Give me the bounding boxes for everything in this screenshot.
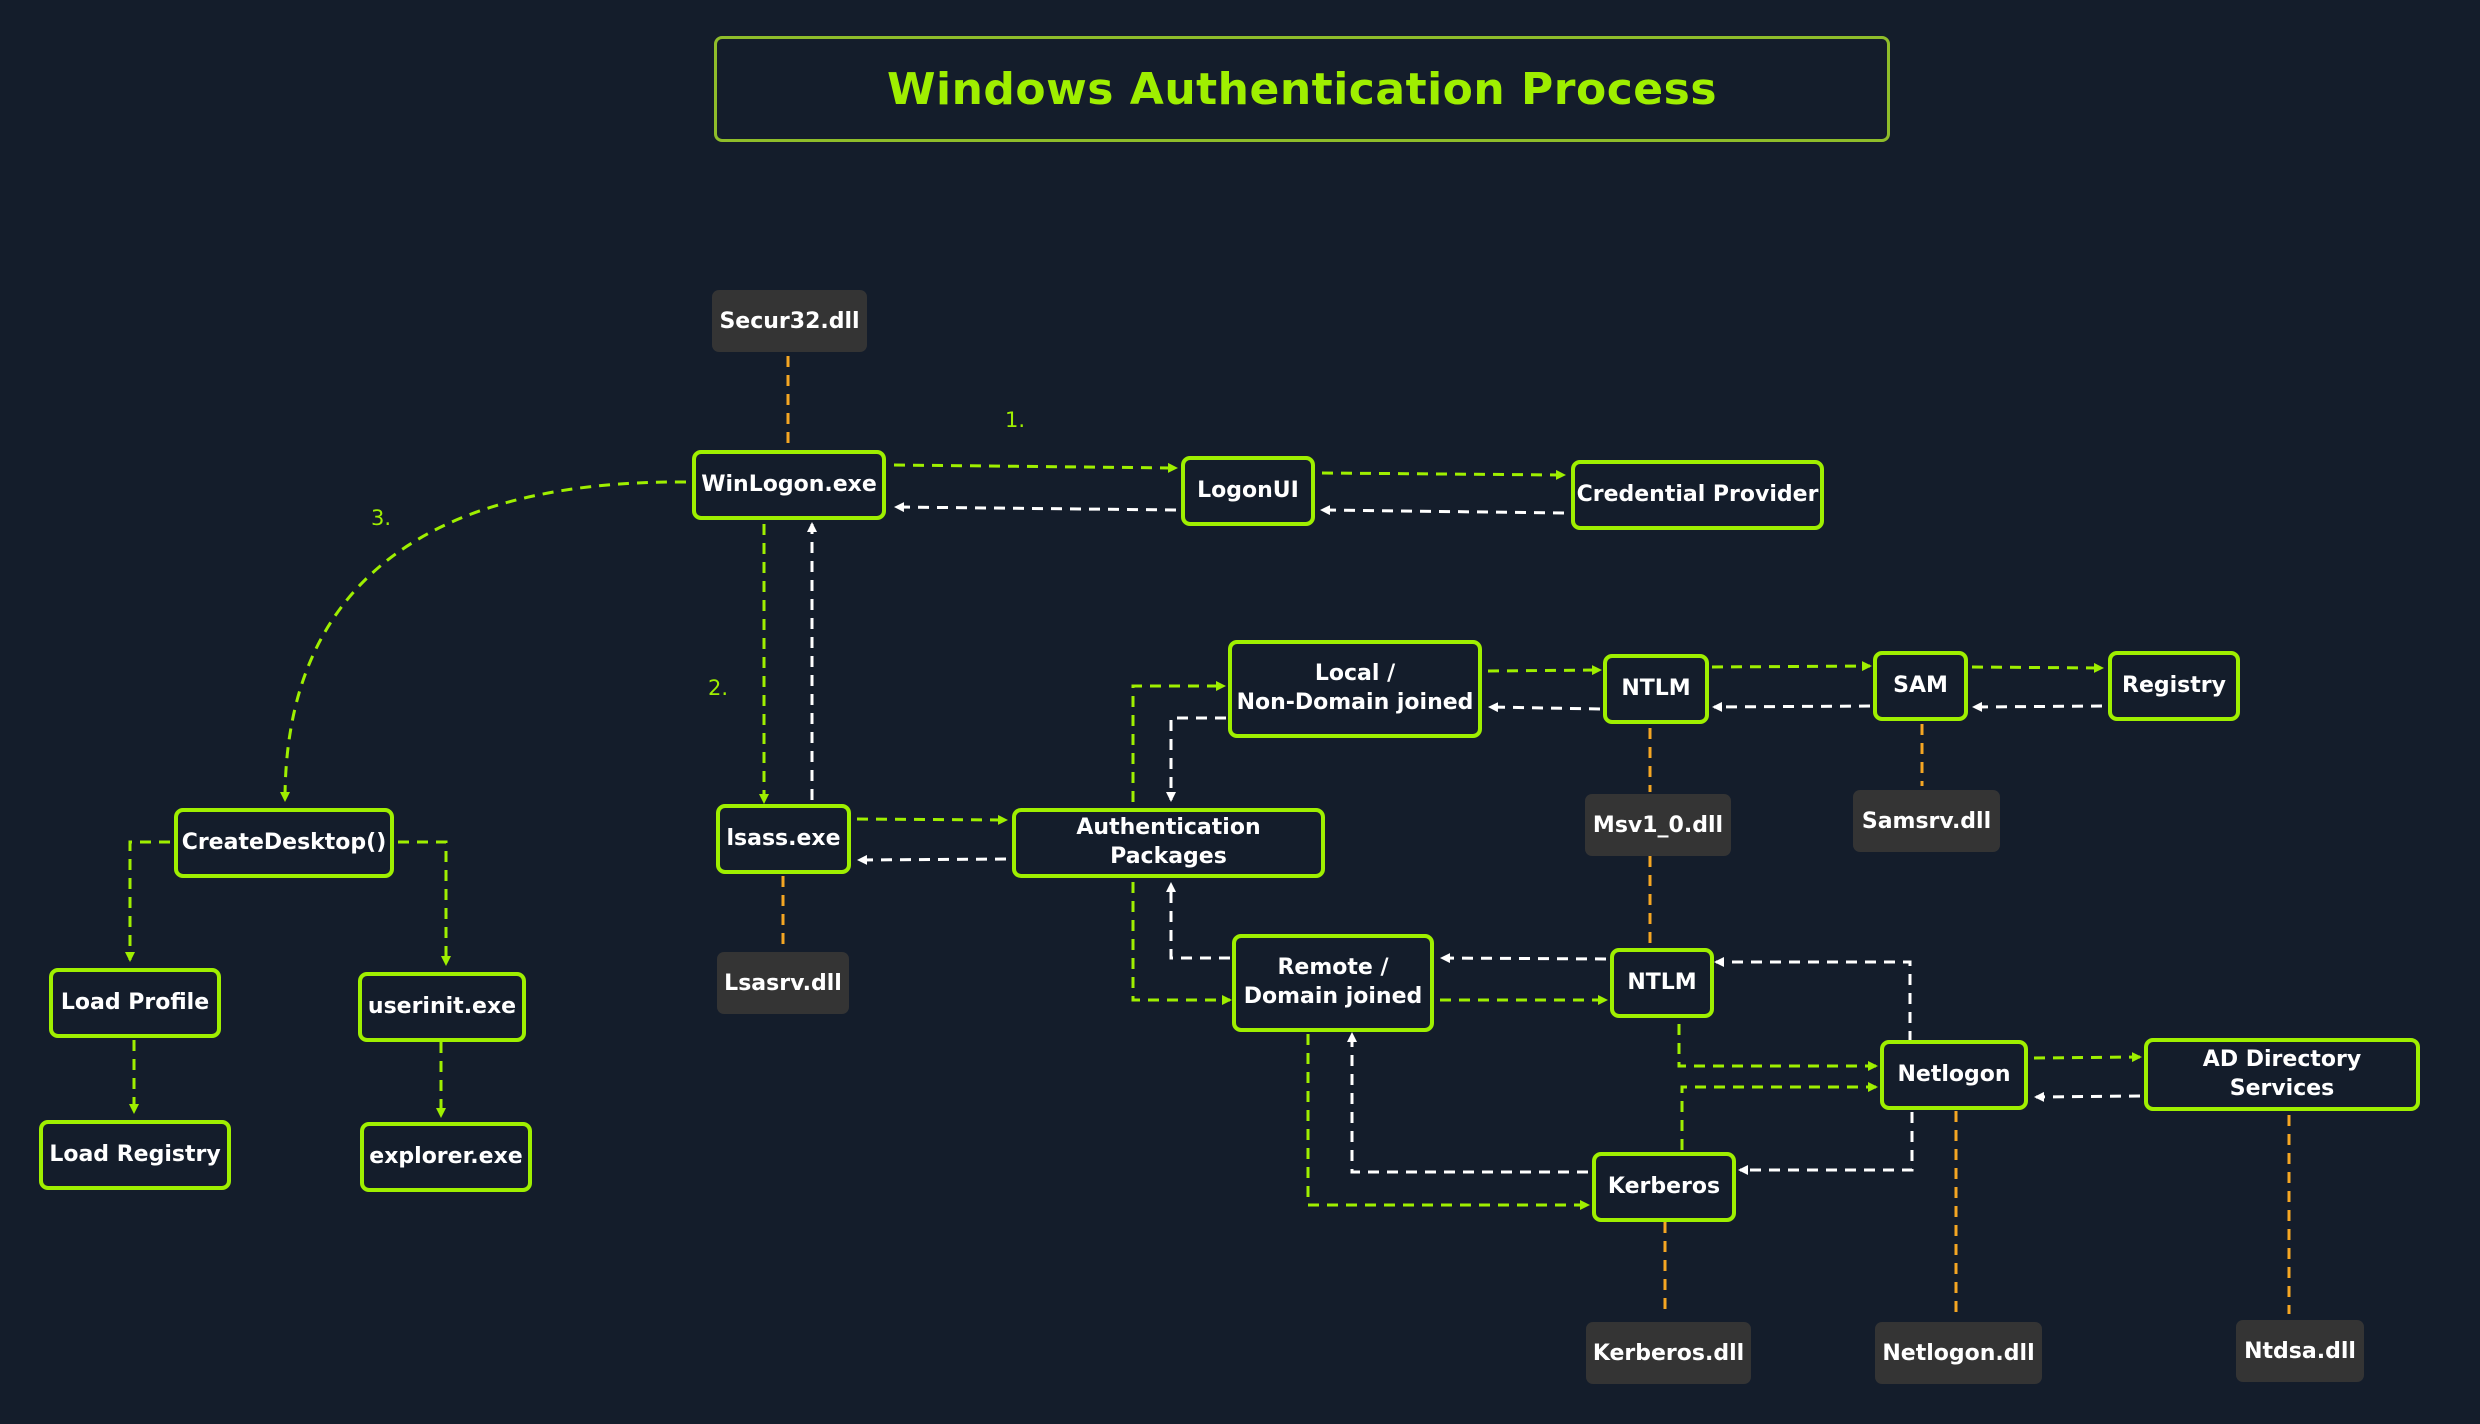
arrow-ntlm-local (1488, 702, 1601, 713)
arrow-kerberos-netlogon (1680, 1082, 1878, 1150)
arrow-netlogon-ntlm (1714, 957, 1912, 1042)
arrow-logonui-credprov (1321, 469, 1566, 480)
arrow-netlogon-ad (2033, 1052, 2142, 1063)
arrow-ad-netlogon (2034, 1091, 2141, 1102)
node-winlogon: WinLogon.exe (692, 450, 886, 520)
arrow-ntlm-remote (1440, 953, 1607, 964)
node-userinit: userinit.exe (358, 972, 526, 1042)
dll-netlogon: Netlogon.dll (1875, 1322, 2042, 1384)
node-lsass: lsass.exe (716, 804, 851, 874)
dll-secur32: Secur32.dll (712, 290, 867, 352)
node-netlogon: Netlogon (1880, 1040, 2028, 1110)
arrow-ntlm-sam (1711, 661, 1872, 672)
dll-kerberos: Kerberos.dll (1586, 1322, 1751, 1384)
arrow-createdesktop-userinit (398, 840, 451, 966)
node-ntlm-remote: NTLM (1610, 948, 1714, 1018)
node-create-desktop: CreateDesktop() (174, 808, 394, 878)
arrow-sam-ntlm (1712, 701, 1871, 712)
arrow-winlogon-logonui (893, 462, 1178, 473)
node-local-non-domain: Local / Non-Domain joined (1228, 640, 1482, 738)
node-registry: Registry (2108, 651, 2240, 721)
dll-samsrv: Samsrv.dll (1853, 790, 2000, 852)
arrow-netlogon-kerberos (1738, 1112, 1914, 1175)
arrow-local-ntlm (1487, 665, 1602, 676)
arrow-lsass-authpkg (856, 814, 1008, 825)
arrow-logonui-winlogon (894, 502, 1177, 513)
node-logonui: LogonUI (1181, 456, 1315, 526)
arrow-authpkg-local (1131, 681, 1226, 802)
node-explorer: explorer.exe (360, 1122, 532, 1192)
node-ntlm-local: NTLM (1603, 654, 1709, 724)
arrow-sam-registry (1971, 662, 2104, 673)
arrow-authpkg-remote (1131, 882, 1232, 1005)
node-sam: SAM (1873, 651, 1968, 721)
node-credential-provider: Credential Provider (1571, 460, 1824, 530)
dll-msv1-0: Msv1_0.dll (1585, 794, 1731, 856)
node-kerberos: Kerberos (1592, 1152, 1736, 1222)
arrow-winlogon-createdesktop (280, 480, 687, 802)
step-label-2: 2. (708, 676, 729, 700)
arrow-local-authpkg (1166, 716, 1226, 802)
step-label-3: 3. (371, 506, 392, 530)
node-ad-directory-services: AD Directory Services (2144, 1038, 2420, 1111)
node-load-registry: Load Registry (39, 1120, 231, 1190)
dll-lsasrv: Lsasrv.dll (717, 952, 849, 1014)
arrow-authpkg-lsass (857, 854, 1007, 865)
title-box: Windows Authentication Process (714, 36, 1890, 142)
arrow-credprov-logonui (1320, 505, 1565, 516)
arrow-kerberos-remote (1347, 1032, 1588, 1174)
node-load-profile: Load Profile (49, 968, 221, 1038)
diagram-title: Windows Authentication Process (886, 63, 1718, 115)
node-remote-domain: Remote / Domain joined (1232, 934, 1434, 1032)
node-authentication-packages: Authentication Packages (1012, 808, 1325, 878)
arrow-createdesktop-loadprofile (125, 840, 170, 962)
arrow-registry-sam (1972, 701, 2103, 712)
dll-ntdsa: Ntdsa.dll (2236, 1320, 2364, 1382)
step-label-1: 1. (1005, 408, 1026, 432)
arrow-ntlm-netlogon (1677, 1024, 1878, 1071)
arrow-remote-kerberos (1306, 1034, 1590, 1210)
arrow-remote-authpkg (1166, 882, 1230, 960)
